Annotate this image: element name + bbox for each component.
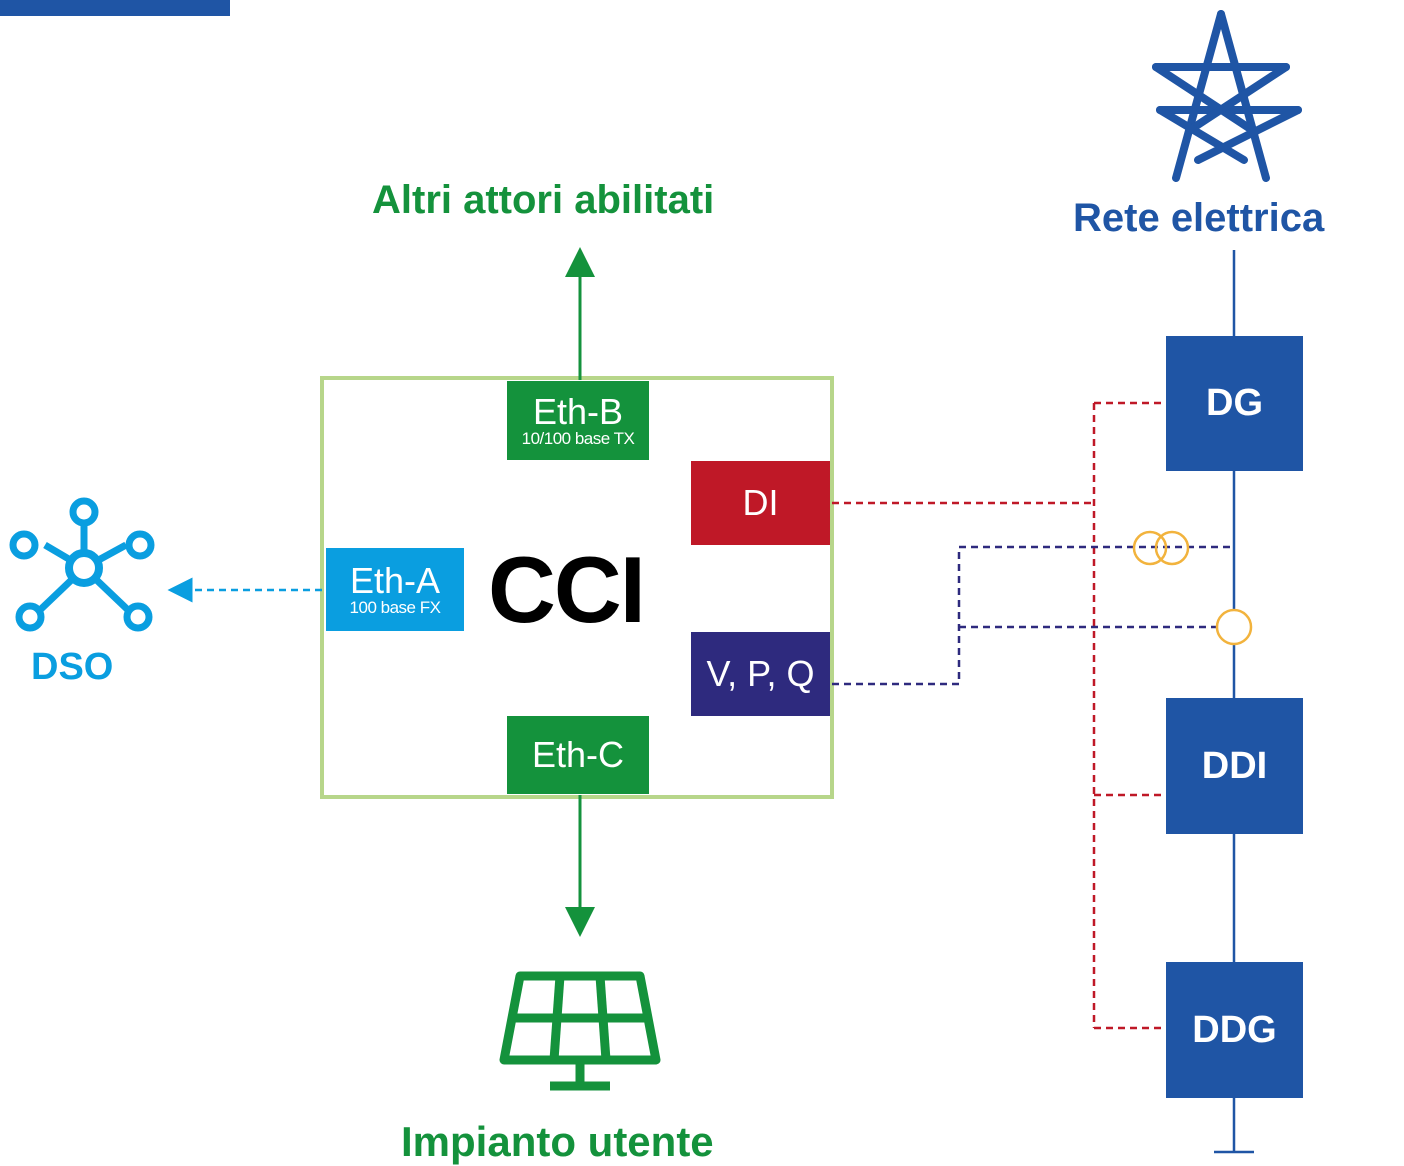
di-label: DI [742,482,779,523]
eth-c-label: Eth-C [531,734,625,775]
eth-b-port: Eth-B 10/100 base TX [507,381,649,460]
dso-label: DSO [31,646,114,688]
grid-label: Rete elettrica [1073,196,1325,240]
eth-a-label: Eth-A [349,559,441,601]
device-dg: DG [1166,336,1303,471]
purple-wiring [832,545,1234,686]
top-label: Altri attori abilitati [372,178,715,222]
bottom-label: Impianto utente [401,1118,714,1165]
cci-title: CCI [488,537,646,642]
current-transformer-icon [1132,530,1190,566]
eth-a-port: Eth-A 100 base FX [326,548,464,631]
voltage-sensor-icon [1215,608,1253,646]
device-ddi: DDI [1166,698,1303,834]
vpq-label: V, P, Q [706,653,815,694]
solar-panel-icon [499,971,661,1091]
eth-b-sub: 10/100 base TX [521,428,635,448]
cci-frame [320,376,834,799]
header-bar [0,0,230,16]
eth-c-port: Eth-C [507,716,649,794]
device-ddg: DDG [1166,962,1303,1098]
eth-b-label: Eth-B [532,390,624,432]
di-port: DI [691,461,830,545]
tower-icon [1152,10,1302,182]
red-wiring [832,401,1168,1030]
vpq-port: V, P, Q [691,632,830,716]
network-hub-icon [9,497,155,632]
eth-a-sub: 100 base FX [349,597,441,617]
